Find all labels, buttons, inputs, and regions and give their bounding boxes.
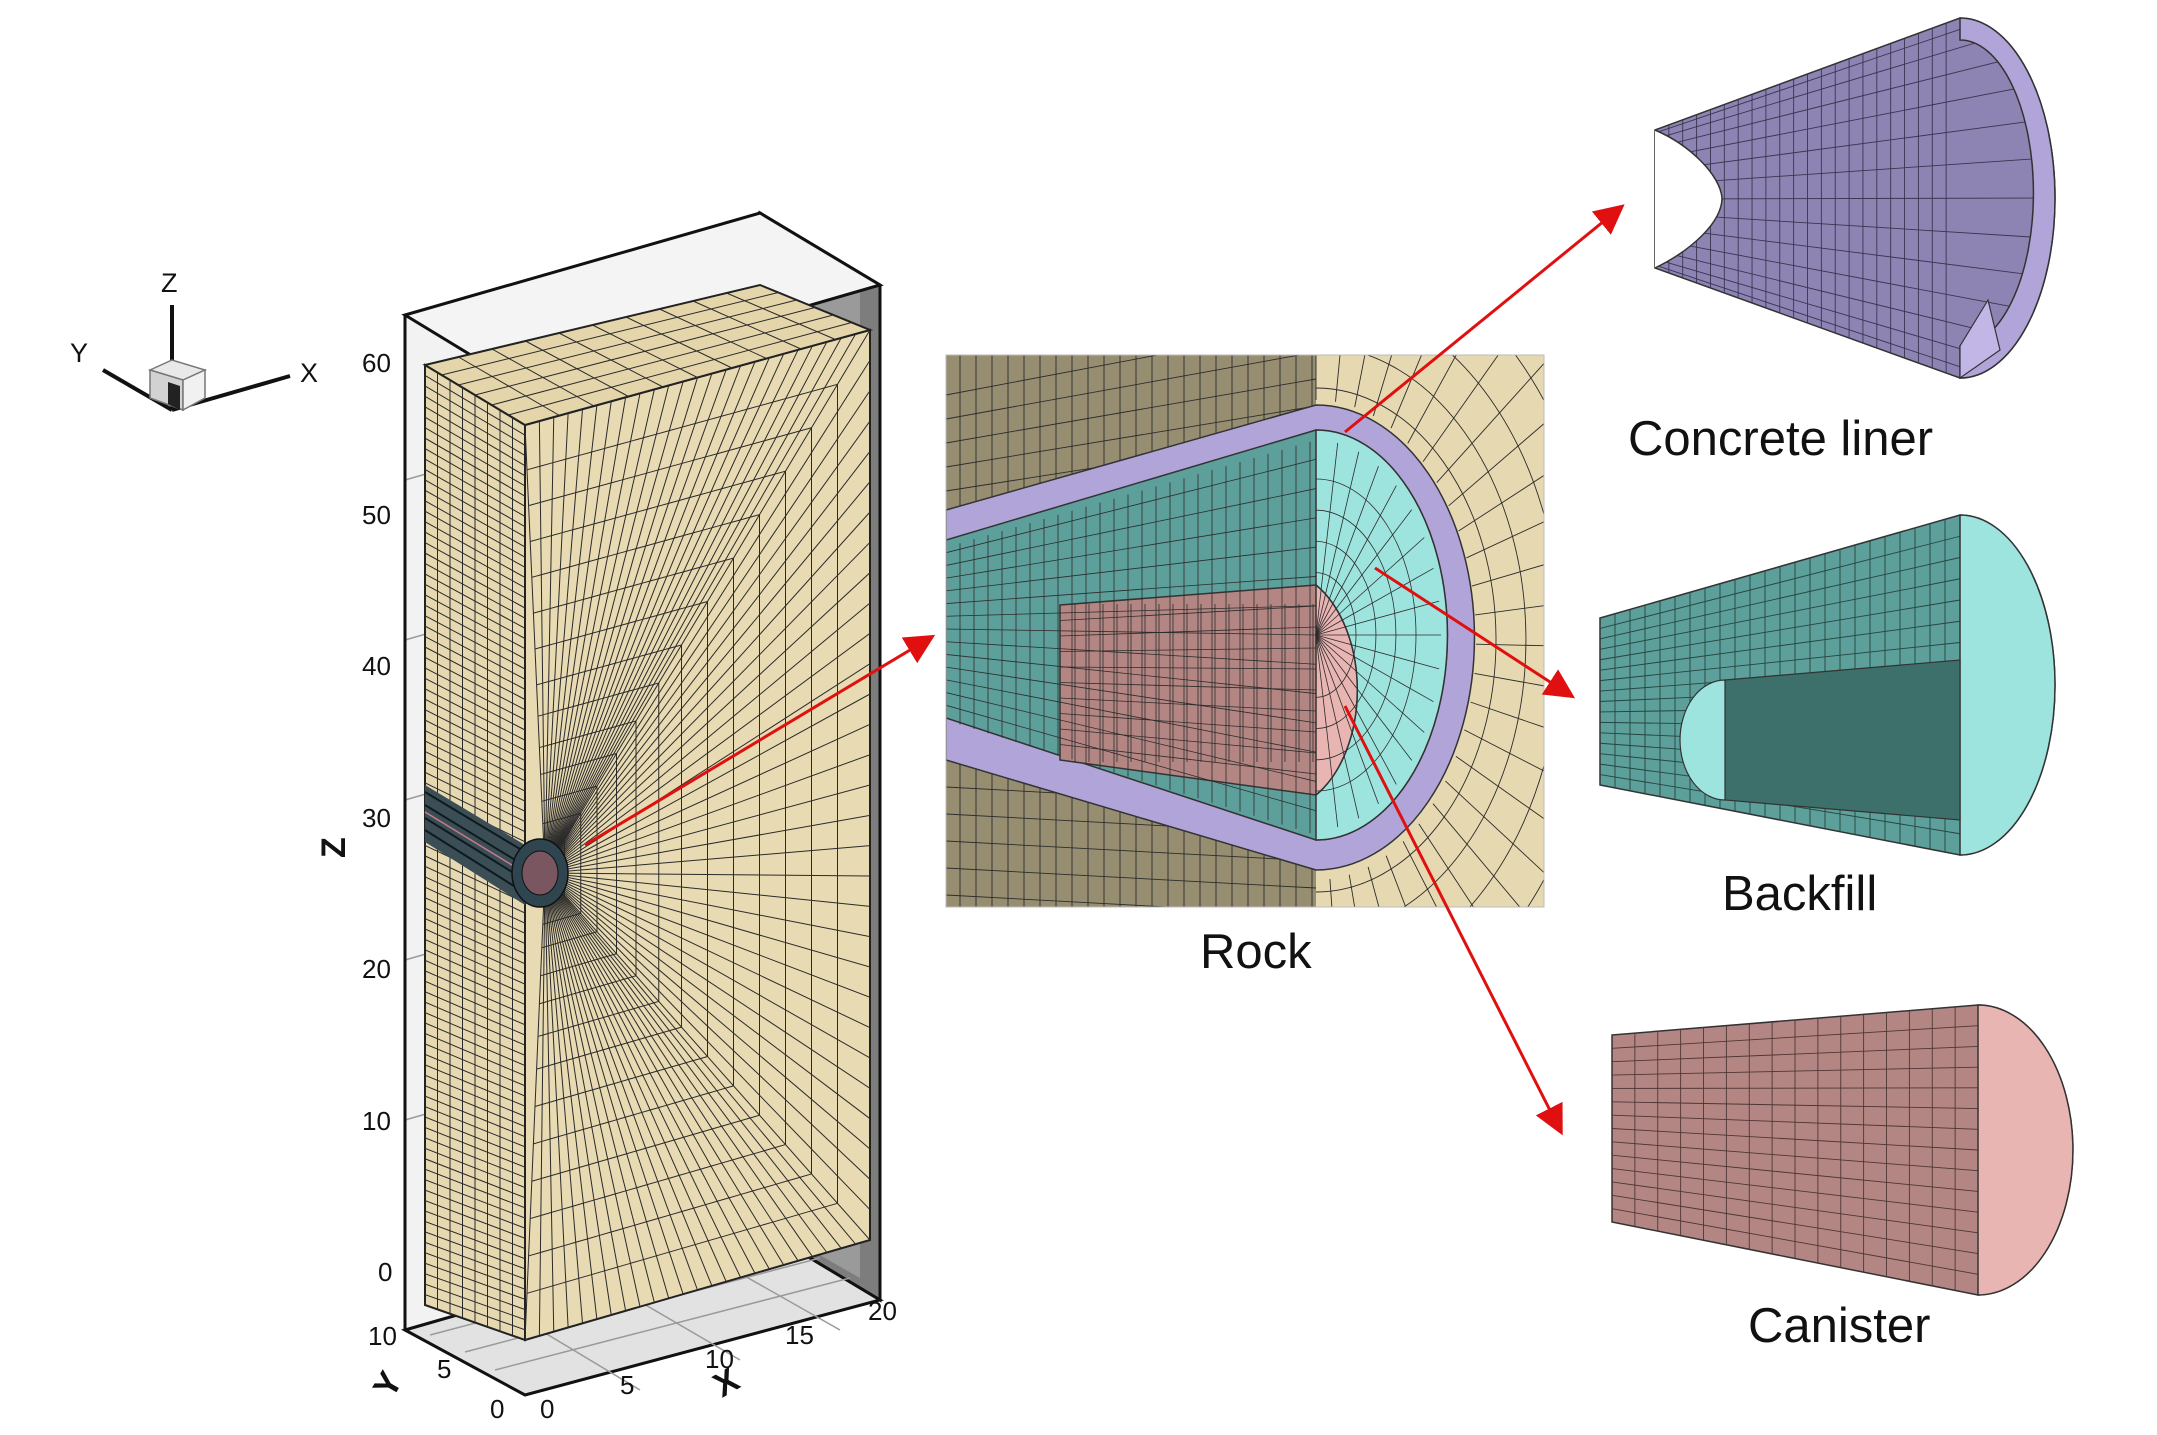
x-tick-0: 0 [540,1394,554,1424]
triad-y-line [101,368,174,412]
z-tick-0: 0 [378,1257,392,1287]
arrow-to-rock-zoom [584,634,936,847]
axis-triad: Z Y X [70,268,318,412]
rock-domain-block [422,283,874,1342]
y-tick-5: 5 [437,1354,451,1384]
z-axis: 60 50 40 30 20 10 0 Z [315,348,392,1287]
z-tick-10: 10 [362,1106,391,1136]
label-backfill: Backfill [1722,867,1877,921]
label-concrete-liner: Concrete liner [1628,412,1933,466]
arrow-to-canister [1343,705,1563,1136]
triad-y-label: Y [70,338,88,368]
label-canister: Canister [1748,1299,1930,1353]
arrow-to-liner [1344,204,1625,434]
x-tick-10: 10 [705,1344,734,1374]
triad-cube-icon [147,359,208,412]
z-axis-title: Z [315,837,353,858]
y-tick-10: 10 [368,1321,397,1351]
z-tick-30: 30 [362,803,391,833]
backfill-model [1599,514,2056,856]
z-tick-50: 50 [362,500,391,530]
concrete-liner-model [1654,17,2056,380]
label-rock: Rock [1200,925,1312,979]
z-tick-40: 40 [362,651,391,681]
rock-zoom-panel [946,355,1544,907]
callout-arrows [584,204,1625,1136]
arrow-to-backfill [1374,566,1576,699]
x-tick-5: 5 [620,1370,634,1400]
x-tick-20: 20 [868,1296,897,1326]
z-tick-60: 60 [362,348,391,378]
canister-model [1611,1004,2074,1296]
triad-z-label: Z [161,268,178,298]
triad-x-label: X [300,358,318,388]
y-axis-title: Y [366,1365,410,1404]
z-tick-20: 20 [362,954,391,984]
tunnel-mesh [424,785,569,908]
y-tick-0: 0 [490,1394,504,1424]
x-tick-15: 15 [785,1320,814,1350]
